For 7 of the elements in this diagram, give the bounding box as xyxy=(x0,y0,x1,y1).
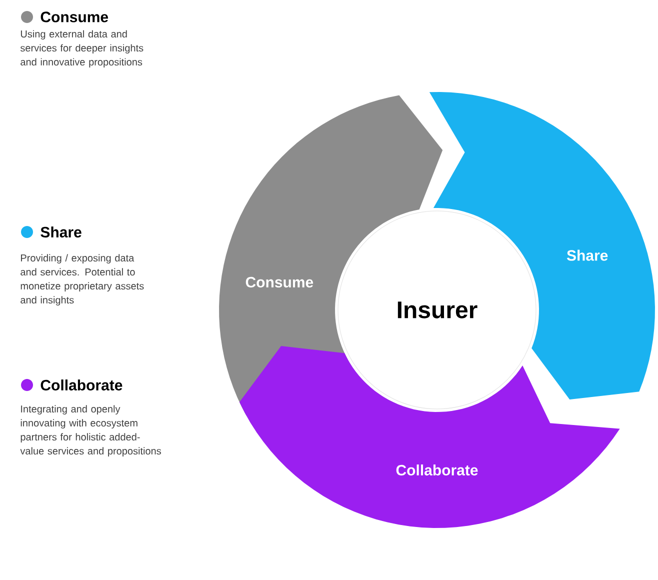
legend-heading: Consume xyxy=(40,12,108,22)
description: Providing / exposing data and services. Potential to monetize proprietary assets and insights xyxy=(20,254,144,306)
description: Integrating and openly innovating with ecosystem partners for holistic added-value services and propositions xyxy=(20,405,161,456)
legend-heading: Share xyxy=(40,226,82,238)
legend-heading: Collaborate xyxy=(40,379,122,390)
description: Using external data and services for deeper insights and innovative propositions xyxy=(20,30,144,68)
arrow-segment: Collaborate xyxy=(239,346,620,528)
